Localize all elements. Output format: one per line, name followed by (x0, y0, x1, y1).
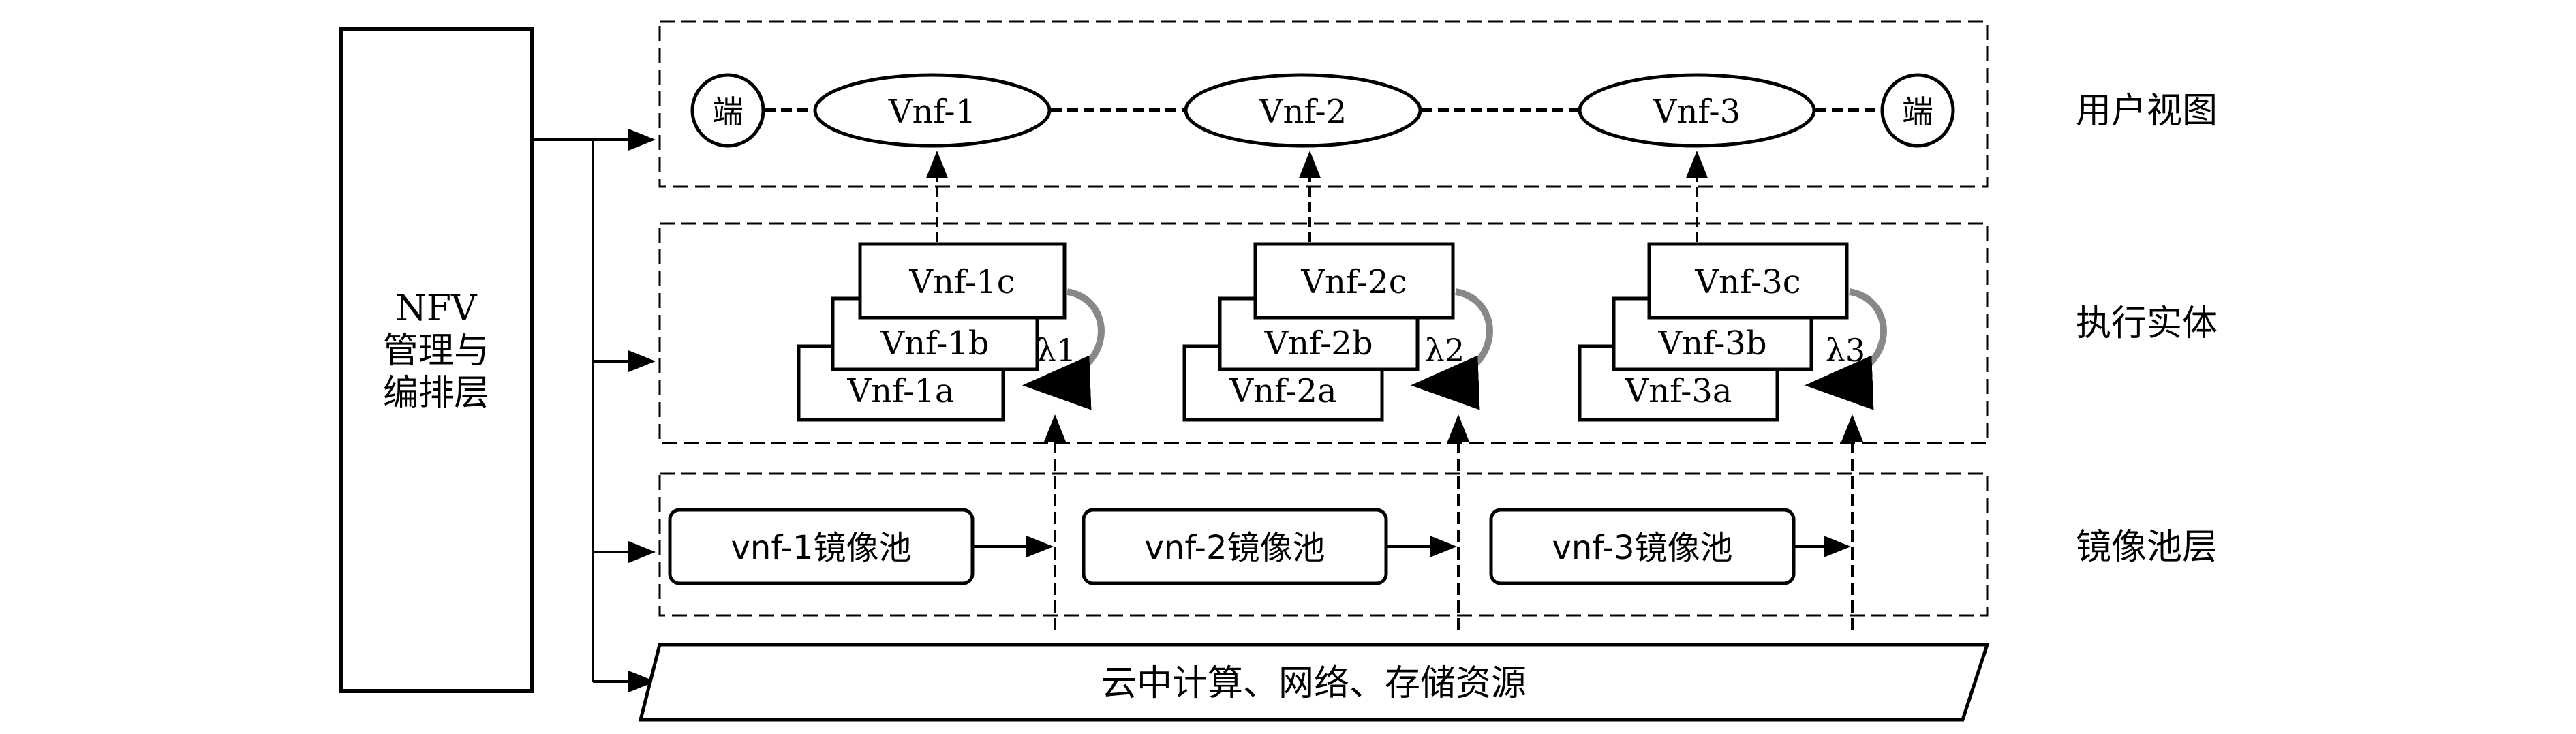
cloud-resources-label: 云中计算、网络、存储资源 (1101, 663, 1527, 704)
vnf-2c-label: Vnf-2c (1300, 263, 1407, 301)
deployment-lines (1044, 414, 1863, 630)
svg-text:端: 端 (1902, 93, 1933, 130)
svg-text:vnf-1镜像池: vnf-1镜像池 (731, 529, 912, 567)
svg-text:端: 端 (712, 93, 743, 130)
execution-frame (658, 222, 1989, 444)
svg-text:vnf-3镜像池: vnf-3镜像池 (1552, 529, 1733, 567)
lambda-1-label: λ1 (1037, 332, 1076, 369)
execution-layer: Vnf-1a Vnf-1b Vnf-1c λ1 Vnf-2a Vnf-2b Vn… (797, 151, 1887, 422)
vnf-1b-label: Vnf-1b (880, 324, 989, 363)
vnf-2b-label: Vnf-2b (1263, 324, 1373, 363)
layer-label-image-pool: 镜像池层 (2076, 527, 2218, 568)
manager-label-line1: NFV (395, 288, 478, 329)
vnf-3a-label: Vnf-3a (1624, 372, 1732, 410)
layer-label-user-view: 用户视图 (2076, 91, 2218, 132)
lambda-3-label: λ3 (1826, 332, 1865, 369)
vnf-1c-label: Vnf-1c (908, 263, 1015, 301)
vnf-1a-label: Vnf-1a (846, 372, 954, 410)
nfv-management-box: NFV 管理与 编排层 (339, 27, 534, 693)
layer-labels: 用户视图 执行实体 镜像池层 (2076, 91, 2218, 568)
user-view-layer: 端 Vnf-1 Vnf-2 Vnf-3 端 (690, 73, 1955, 148)
vnf-1-image-pool: vnf-1镜像池 (668, 508, 1054, 585)
image-pool-frame (658, 472, 1989, 617)
lambda-2-label: λ2 (1425, 332, 1465, 369)
vnf-2-image-pool: vnf-2镜像池 (1082, 508, 1457, 585)
vnf-2-node: Vnf-2 (1184, 73, 1422, 148)
vnf-3c-label: Vnf-3c (1694, 263, 1800, 301)
vnf-3-node: Vnf-3 (1578, 73, 1816, 148)
vnf-3b-label: Vnf-3b (1657, 324, 1766, 363)
vnf-3-instance-stack: Vnf-3a Vnf-3b Vnf-3c λ3 (1578, 151, 1887, 422)
manager-connectors (532, 129, 656, 692)
vnf-1-instance-stack: Vnf-1a Vnf-1b Vnf-1c λ1 (797, 151, 1105, 422)
manager-label-line3: 编排层 (383, 373, 489, 414)
svg-text:Vnf-2: Vnf-2 (1259, 93, 1347, 131)
vnf-1-node: Vnf-1 (813, 73, 1052, 148)
vnf-2a-label: Vnf-2a (1229, 372, 1336, 410)
vnf-3-image-pool: vnf-3镜像池 (1489, 508, 1851, 585)
endpoint-right: 端 (1880, 73, 1955, 148)
layer-label-execution: 执行实体 (2076, 303, 2218, 344)
cloud-resources-bar: 云中计算、网络、存储资源 (638, 643, 1990, 722)
vnf-2-instance-stack: Vnf-2a Vnf-2b Vnf-2c λ2 (1182, 151, 1493, 422)
endpoint-left: 端 (690, 73, 765, 148)
svg-text:vnf-2镜像池: vnf-2镜像池 (1145, 529, 1325, 567)
manager-label-line2: 管理与 (383, 331, 489, 371)
image-pool-layer: vnf-1镜像池 vnf-2镜像池 vnf-3镜像池 (668, 508, 1851, 585)
svg-text:Vnf-3: Vnf-3 (1653, 93, 1741, 131)
layer-frames (658, 20, 1989, 617)
svg-text:Vnf-1: Vnf-1 (888, 93, 976, 131)
user-view-frame (658, 20, 1989, 188)
